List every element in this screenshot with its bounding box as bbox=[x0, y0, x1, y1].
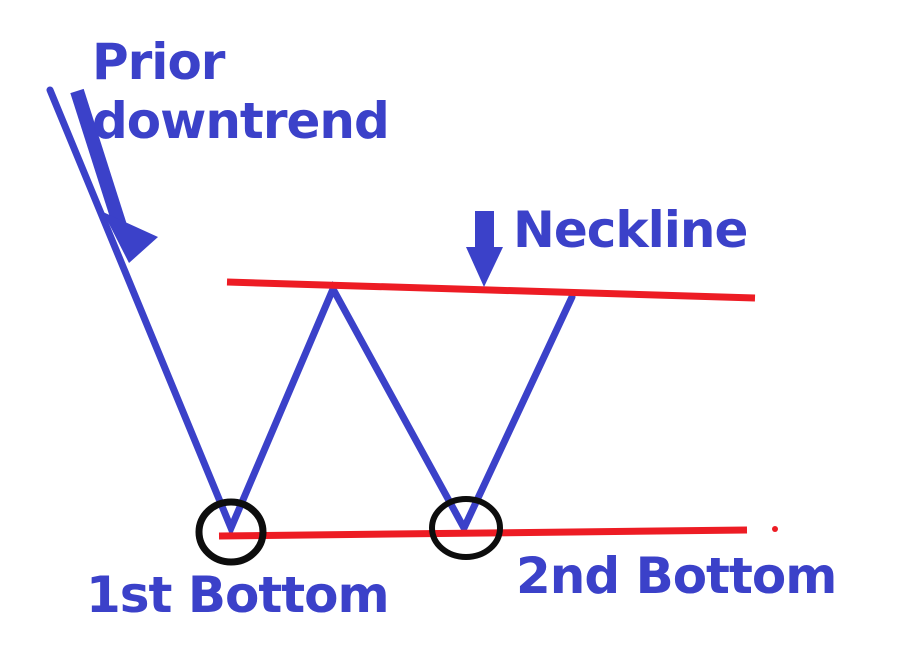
prior-downtrend-arrowhead-icon bbox=[103, 212, 158, 263]
label-neckline: Neckline bbox=[513, 201, 748, 259]
price-zigzag-line bbox=[46, 86, 576, 538]
label-prior-downtrend: Prior downtrend bbox=[92, 33, 390, 151]
neckline-line bbox=[226, 278, 756, 302]
second-bottom-circle bbox=[429, 496, 503, 560]
label-prior-downtrend-line1: Prior bbox=[92, 33, 225, 91]
label-second-bottom: 2nd Bottom bbox=[516, 547, 837, 605]
label-prior-downtrend-line2: downtrend bbox=[92, 92, 390, 150]
label-first-bottom: 1st Bottom bbox=[86, 566, 390, 624]
support-line-dot bbox=[772, 526, 778, 532]
support-line bbox=[218, 526, 748, 540]
prior-downtrend-arrow-shaft bbox=[70, 88, 128, 232]
first-bottom-circle bbox=[195, 498, 267, 566]
neckline-pointer-arrowhead-icon bbox=[466, 247, 503, 287]
